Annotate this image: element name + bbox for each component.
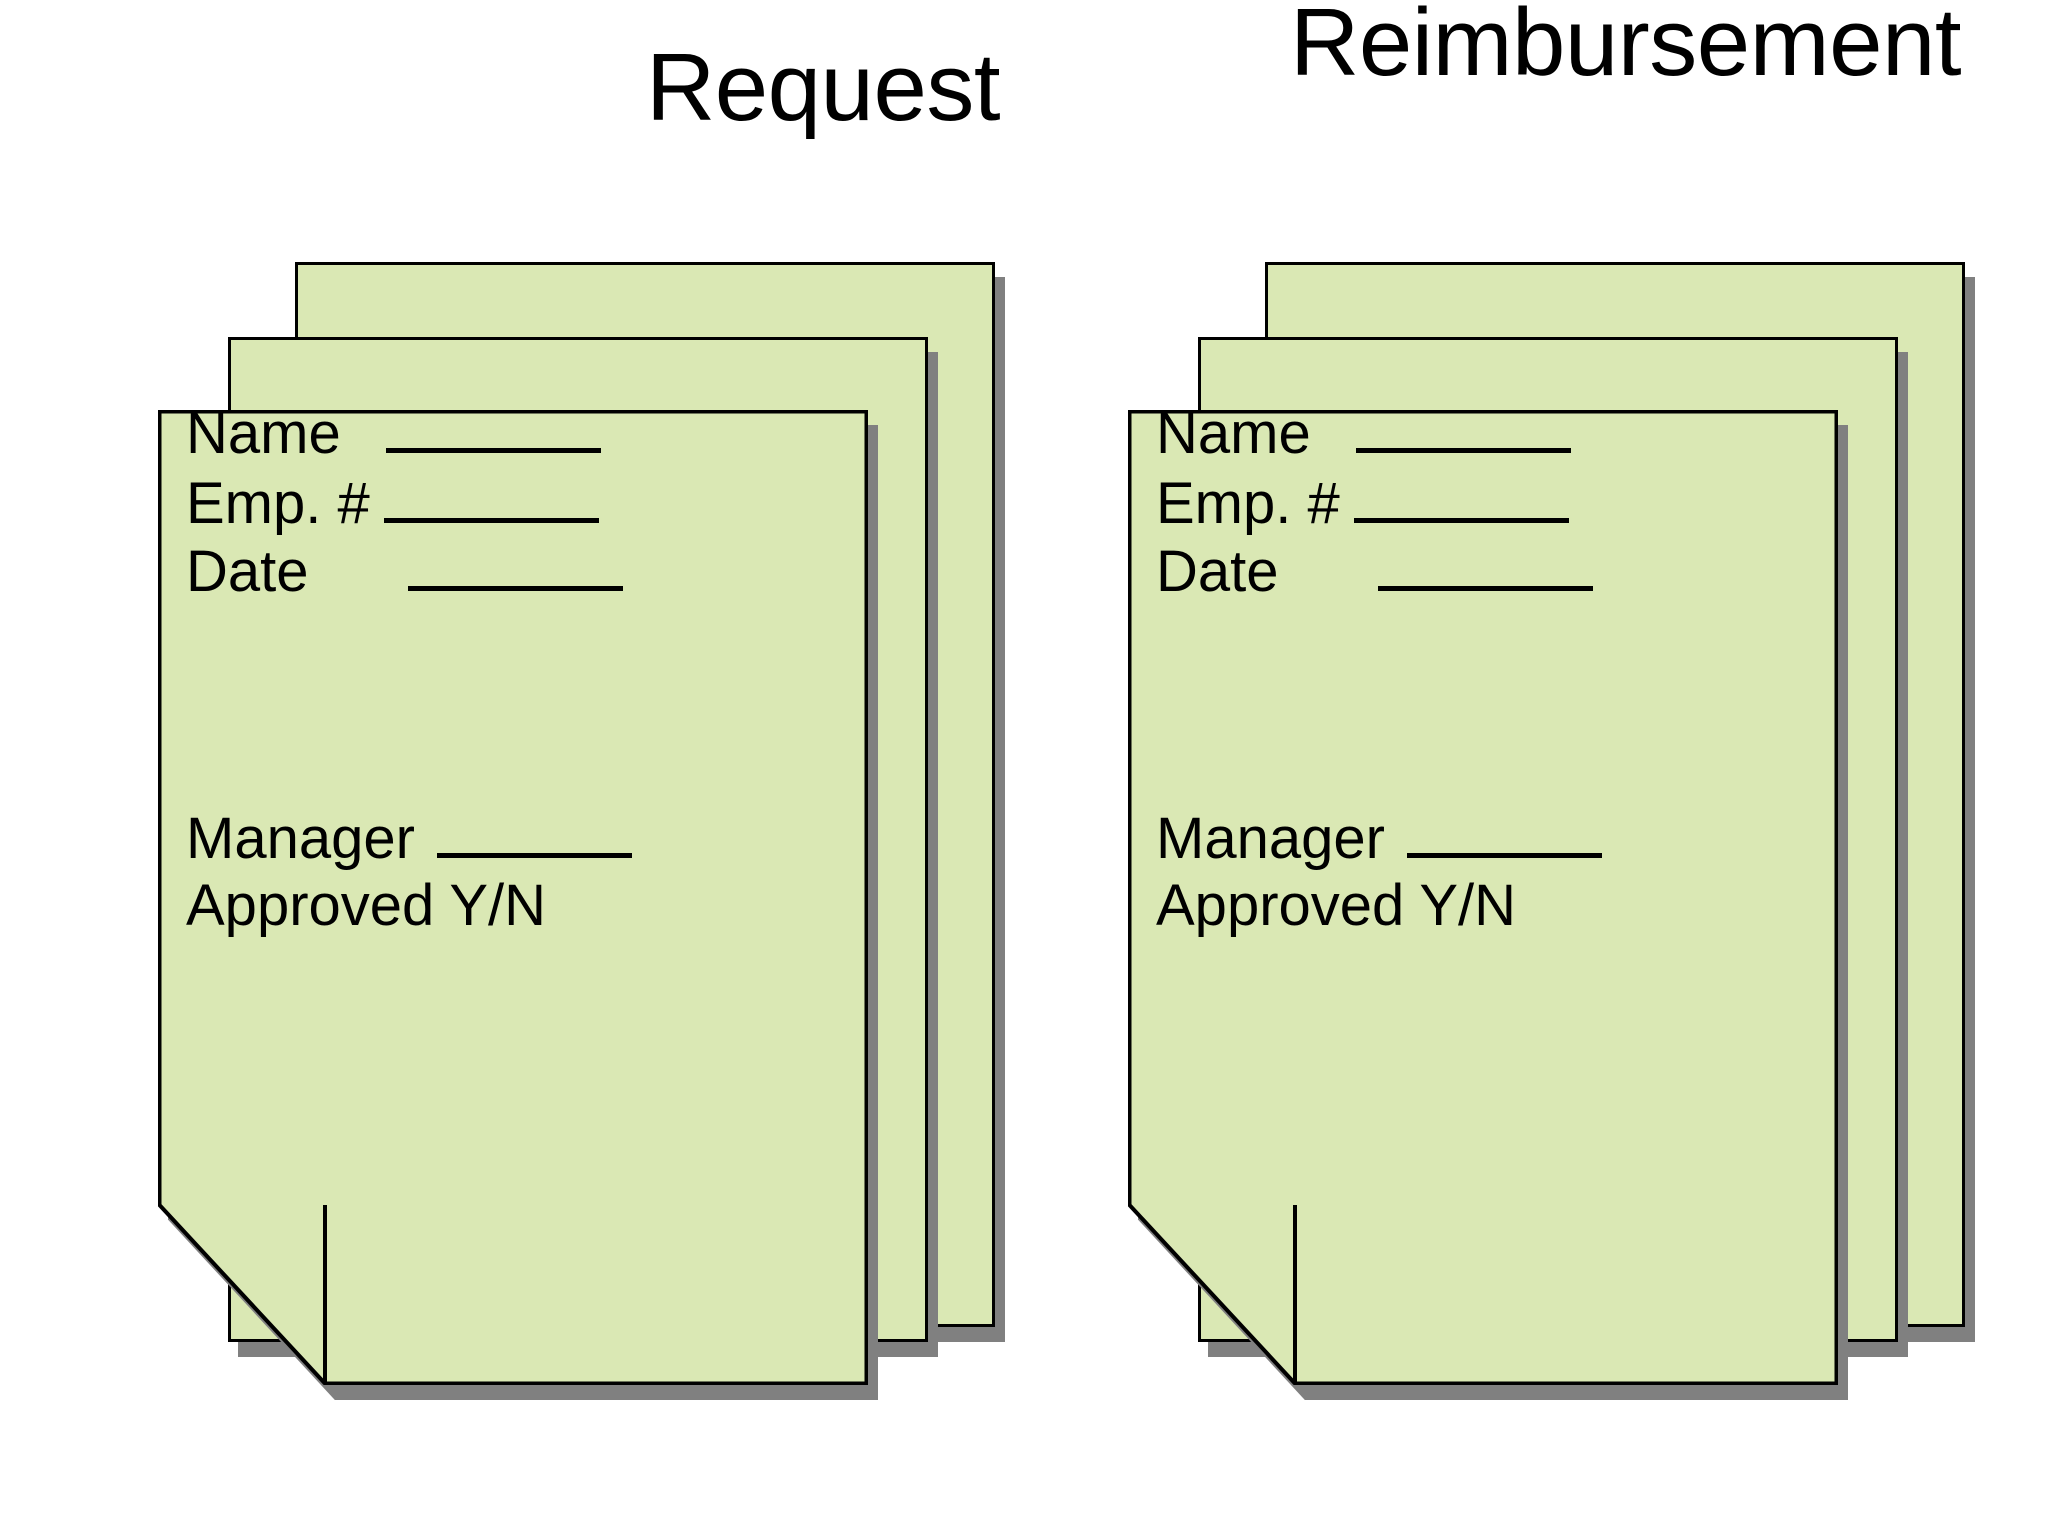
field-label-emp: Emp. #	[1156, 471, 1340, 536]
field-row-name[interactable]: Name	[186, 405, 601, 463]
field-row-emp[interactable]: Emp. #	[1156, 475, 1569, 533]
heading-reimbursement: Reimbursement	[1290, 0, 2010, 210]
document-stack-request[interactable]: Name Emp. # Date Manager Approved Y/N	[0, 0, 1024, 1536]
field-input-emp[interactable]	[1353, 518, 1569, 523]
field-row-date[interactable]: Date	[186, 543, 623, 601]
field-input-manager[interactable]	[436, 853, 632, 858]
footer-label-manager: Manager	[186, 806, 415, 871]
field-label-emp: Emp. #	[186, 471, 370, 536]
footer-label-approved: Approved Y/N	[1156, 873, 1517, 938]
heading-request-text: Request	[645, 38, 1000, 139]
field-input-name[interactable]	[1355, 448, 1571, 453]
field-label-name: Name	[186, 401, 341, 466]
field-input-date[interactable]	[1377, 586, 1593, 591]
footer-label-manager: Manager	[1156, 806, 1385, 871]
field-input-manager[interactable]	[1406, 853, 1602, 858]
field-row-name[interactable]: Name	[1156, 405, 1571, 463]
heading-request: Request	[430, 38, 1000, 139]
field-row-date[interactable]: Date	[1156, 543, 1593, 601]
footer-label-approved: Approved Y/N	[186, 873, 547, 938]
form-content-request: Name Emp. # Date Manager Approved Y/N	[158, 405, 868, 1385]
field-label-date: Date	[186, 539, 309, 604]
field-label-date: Date	[1156, 539, 1279, 604]
form-content-reimbursement: Name Emp. # Date Manager Approved Y/N	[1128, 405, 1838, 1385]
footer-row-manager[interactable]: Manager	[186, 810, 632, 868]
field-input-emp[interactable]	[383, 518, 599, 523]
footer-row-manager[interactable]: Manager	[1156, 810, 1602, 868]
heading-reimbursement-text: Reimbursement	[1290, 0, 1962, 96]
field-input-name[interactable]	[385, 448, 601, 453]
field-label-name: Name	[1156, 401, 1311, 466]
field-row-emp[interactable]: Emp. #	[186, 475, 599, 533]
field-input-date[interactable]	[407, 586, 623, 591]
